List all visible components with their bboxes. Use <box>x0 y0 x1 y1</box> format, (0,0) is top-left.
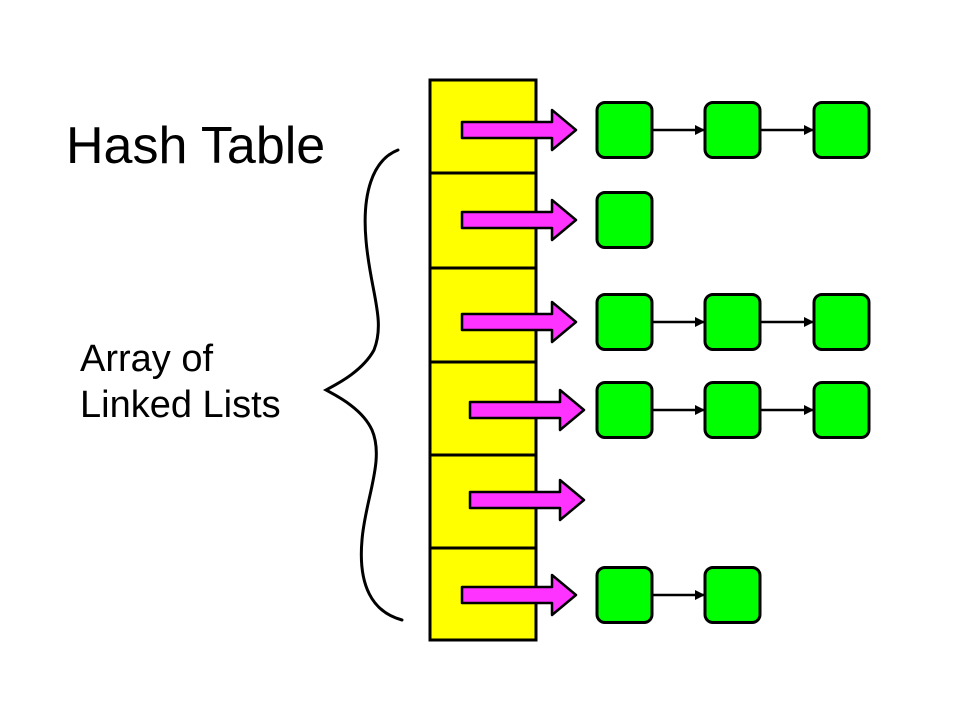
bucket-6-node-2 <box>703 566 762 624</box>
bucket-3-node-1 <box>595 293 654 351</box>
bucket-1-pointer-arrow <box>460 108 578 152</box>
array-label-line-1: Array of <box>80 338 214 380</box>
array-label: Array of Linked Lists <box>80 336 281 428</box>
diagram-title: Hash Table <box>66 117 326 175</box>
array-label-line-2: Linked Lists <box>80 384 281 426</box>
bucket-1-node-2 <box>703 101 762 159</box>
bucket-4-node-3 <box>812 381 871 439</box>
bucket-1-node-3 <box>812 101 871 159</box>
curly-brace <box>322 148 404 622</box>
bucket-4-node-1 <box>595 381 654 439</box>
bucket-5-pointer-arrow <box>468 478 586 522</box>
bucket-3-pointer-arrow <box>460 300 578 344</box>
bucket-2-pointer-arrow <box>460 198 578 242</box>
bucket-6-node-1 <box>595 566 654 624</box>
bucket-3-node-2 <box>703 293 762 351</box>
bucket-2-node-1 <box>595 191 654 249</box>
bucket-4-node-2 <box>703 381 762 439</box>
bucket-3-node-3 <box>812 293 871 351</box>
bucket-1-node-1 <box>595 101 654 159</box>
bucket-4-pointer-arrow <box>468 388 586 432</box>
bucket-6-pointer-arrow <box>460 573 578 617</box>
